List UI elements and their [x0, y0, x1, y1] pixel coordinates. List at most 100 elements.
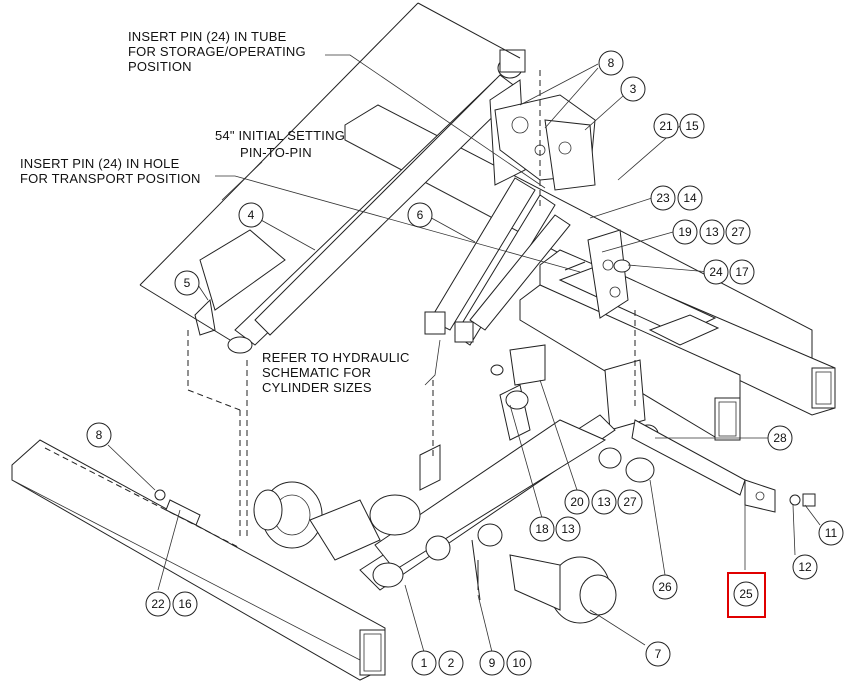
callout-circle	[672, 219, 698, 245]
callout-circle	[725, 219, 751, 245]
callout-number: 14	[683, 191, 697, 205]
callout-circle	[679, 113, 705, 139]
note-pin-tube: INSERT PIN (24) IN TUBE FOR STORAGE/OPER…	[128, 29, 546, 189]
callout-8: 8	[86, 422, 112, 448]
callout-number: 4	[248, 208, 255, 222]
callout-16: 16	[172, 591, 198, 617]
callout-circle	[564, 489, 590, 515]
callout-number: 7	[655, 647, 662, 661]
callout-circle	[677, 185, 703, 211]
callout-circle	[729, 259, 755, 285]
callout-number: 18	[535, 522, 549, 536]
callout-circle	[617, 489, 643, 515]
callout-number: 15	[685, 119, 699, 133]
callout-circle	[699, 219, 725, 245]
callout-number: 27	[623, 495, 637, 509]
note-line: 54" INITIAL SETTING	[215, 128, 345, 143]
note-line: REFER TO HYDRAULIC	[262, 350, 410, 365]
callout-circle	[591, 489, 617, 515]
note-hydraulic: REFER TO HYDRAULIC SCHEMATIC FOR CYLINDE…	[262, 339, 441, 395]
callout-circle	[767, 425, 793, 451]
note-initial-setting: 54" INITIAL SETTING PIN-TO-PIN	[215, 128, 345, 201]
callout-27: 27	[617, 489, 643, 515]
callout-number: 27	[731, 225, 745, 239]
callout-11: 11	[818, 520, 844, 546]
callout-number: 11	[825, 526, 838, 540]
callout-circle	[172, 591, 198, 617]
callout-14: 14	[677, 185, 703, 211]
callout-circle	[653, 113, 679, 139]
callout-27: 27	[725, 219, 751, 245]
callout-circle	[650, 185, 676, 211]
callout-number: 20	[570, 495, 584, 509]
callout-circle	[145, 591, 171, 617]
callout-3: 3	[620, 76, 646, 102]
note-line: FOR STORAGE/OPERATING	[128, 44, 306, 59]
callout-8: 8	[598, 50, 624, 76]
callout-number: 1	[421, 656, 428, 670]
callout-circle	[703, 259, 729, 285]
callout-circle	[86, 422, 112, 448]
callout-number: 6	[417, 208, 424, 222]
callout-18: 18	[529, 516, 555, 542]
callout-number: 12	[798, 560, 812, 574]
callout-number: 10	[512, 656, 526, 670]
callout-number: 16	[178, 597, 192, 611]
bushings-and-pins	[154, 229, 816, 601]
note-line: PIN-TO-PIN	[240, 145, 312, 160]
callout-21: 21	[653, 113, 679, 139]
callout-number: 5	[184, 276, 191, 290]
hub-assemblies	[253, 481, 617, 624]
callout-24: 24	[703, 259, 729, 285]
callout-number: 21	[659, 119, 673, 133]
callout-17: 17	[729, 259, 755, 285]
callout-1: 1	[411, 650, 437, 676]
callout-23: 23	[650, 185, 676, 211]
note-line: CYLINDER SIZES	[262, 380, 372, 395]
callout-13: 13	[591, 489, 617, 515]
callout-circle	[733, 581, 759, 607]
callout-6: 6	[407, 202, 433, 228]
callout-2: 2	[438, 650, 464, 676]
callout-12: 12	[792, 554, 818, 580]
callout-circle	[818, 520, 844, 546]
callout-number: 22	[151, 597, 165, 611]
hydraulic-cylinders	[424, 79, 571, 346]
callout-circle	[529, 516, 555, 542]
callout-circle	[411, 650, 437, 676]
note-line: FOR TRANSPORT POSITION	[20, 171, 201, 186]
callout-circle	[479, 650, 505, 676]
callout-25: 25	[733, 581, 759, 607]
note-line: SCHEMATIC FOR	[262, 365, 371, 380]
callout-number: 3	[630, 82, 637, 96]
callout-22: 22	[145, 591, 171, 617]
callout-number: 17	[735, 265, 749, 279]
callout-circle	[174, 270, 200, 296]
callout-circle	[407, 202, 433, 228]
callout-5: 5	[174, 270, 200, 296]
callout-number: 19	[678, 225, 692, 239]
note-line: INSERT PIN (24) IN HOLE	[20, 156, 180, 171]
callout-20: 20	[564, 489, 590, 515]
callout-circle	[645, 641, 671, 667]
highlight-box	[727, 572, 766, 618]
mount-brackets	[494, 94, 646, 431]
callout-10: 10	[506, 650, 532, 676]
callout-number: 2	[448, 656, 455, 670]
callout-15: 15	[679, 113, 705, 139]
callout-19: 19	[672, 219, 698, 245]
callout-number: 25	[739, 587, 753, 601]
callout-28: 28	[767, 425, 793, 451]
callout-number: 13	[561, 522, 575, 536]
callout-circle	[598, 50, 624, 76]
callout-circle	[792, 554, 818, 580]
callout-7: 7	[645, 641, 671, 667]
callout-number: 8	[96, 428, 103, 442]
callout-9: 9	[479, 650, 505, 676]
dimension-lines	[139, 2, 636, 540]
note-line: POSITION	[128, 59, 192, 74]
callout-number: 13	[705, 225, 719, 239]
callout-circle	[555, 516, 581, 542]
